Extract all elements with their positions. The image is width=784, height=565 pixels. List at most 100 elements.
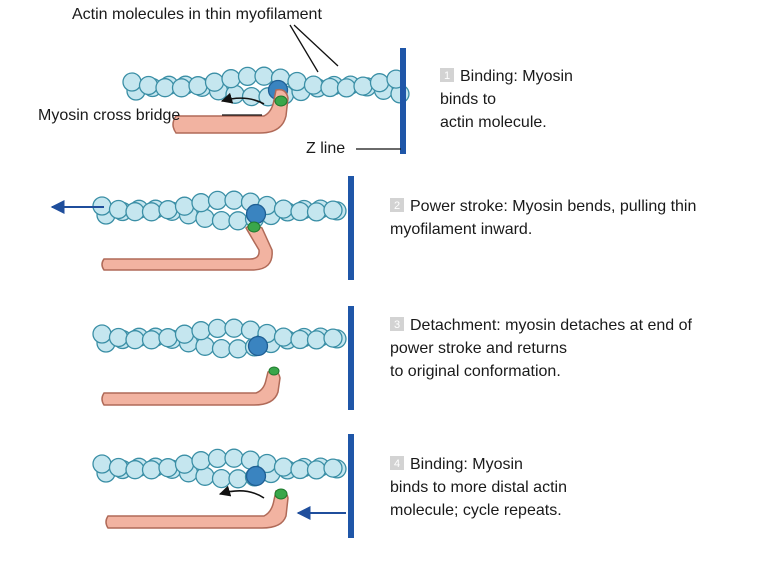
actin-molecule <box>138 75 159 96</box>
panel-3-detachment <box>92 306 354 410</box>
zline-label: Z line <box>306 140 345 157</box>
actin-molecule <box>306 202 327 222</box>
actin-leader <box>289 24 319 73</box>
actin-molecule <box>92 324 112 344</box>
step-4-text: 4 Binding: Myosin binds to more distal a… <box>390 456 567 519</box>
actin-molecule <box>290 329 310 350</box>
actin-molecule <box>353 76 373 96</box>
step-2-text: 2 Power stroke: Myosin bends, pulling th… <box>390 198 696 238</box>
step-3-text: 3 Detachment: myosin detaches at end of … <box>390 317 692 380</box>
actin-molecule <box>141 202 162 222</box>
actin-molecule <box>174 324 195 344</box>
myosin-head <box>105 489 289 529</box>
step-line: Power stroke: Myosin bends, pulling thin <box>410 198 696 215</box>
actin-molecule <box>204 72 225 92</box>
actin-molecule <box>141 330 162 350</box>
actin-molecule <box>228 211 248 231</box>
actin-molecule <box>211 468 232 489</box>
myosin-head <box>101 224 273 271</box>
active-actin-molecule <box>245 465 267 487</box>
step-line: to original conformation. <box>390 363 561 380</box>
thin-myofilament <box>122 66 410 107</box>
actin-molecule <box>273 327 294 347</box>
step-number-badge <box>390 456 404 470</box>
actin-leader <box>293 24 339 67</box>
actin-molecule <box>125 460 145 480</box>
actin-molecule <box>211 210 232 231</box>
actin-molecule <box>174 196 195 216</box>
step-number: 3 <box>394 319 400 331</box>
actin-molecule <box>191 193 211 213</box>
actin-molecule <box>228 339 248 359</box>
thin-myofilament <box>92 448 347 489</box>
z-line <box>400 48 406 154</box>
step-line: myofilament inward. <box>390 221 532 238</box>
actin-molecule <box>306 330 327 350</box>
active-actin-molecule <box>247 335 269 357</box>
actin-molecule <box>108 199 129 220</box>
actin-molecule <box>290 459 310 480</box>
step-line: power stroke and returns <box>390 340 567 357</box>
z-line <box>348 176 354 280</box>
actin-molecule <box>155 78 175 98</box>
actin-molecule <box>221 69 241 89</box>
actin-molecule <box>273 199 294 219</box>
actin-molecule <box>171 78 192 98</box>
actin-molecule <box>320 77 340 98</box>
actin-molecule <box>141 460 162 480</box>
step-line: binds to <box>440 91 496 108</box>
z-line <box>348 306 354 410</box>
binding-site <box>274 488 288 500</box>
actin-molecule <box>122 72 142 92</box>
myosin-head <box>172 88 289 134</box>
actin-molecule <box>241 86 262 107</box>
step-line: binds to more distal actin <box>390 479 567 496</box>
actin-molecule <box>224 318 244 338</box>
actin-molecule <box>287 71 307 92</box>
actin-molecule <box>108 457 129 478</box>
myosin-label: Myosin cross bridge <box>38 107 180 124</box>
actin-molecule <box>237 66 258 87</box>
actin-molecule <box>188 76 208 96</box>
step-line: molecule; cycle repeats. <box>390 502 562 519</box>
actin-molecule <box>336 78 357 98</box>
thin-myofilament <box>92 190 347 231</box>
actin-molecule <box>207 448 228 469</box>
binding-site <box>268 366 280 376</box>
actin-molecule <box>323 458 343 478</box>
actin-molecule <box>290 201 310 222</box>
actin-molecule <box>254 66 274 86</box>
actin-molecule <box>323 200 343 220</box>
actin-molecule <box>92 454 112 474</box>
step-number-badge <box>390 198 404 212</box>
actin-molecule <box>158 200 178 220</box>
callouts: Actin molecules in thin myofilament Myos… <box>38 6 401 157</box>
actin-molecule <box>207 318 228 339</box>
step-line: Binding: Myosin <box>410 456 523 473</box>
step-1-text: 1 Binding: Myosin binds to actin molecul… <box>440 68 573 131</box>
actin-label: Actin molecules in thin myofilament <box>72 6 322 23</box>
actin-molecule <box>207 190 228 211</box>
actin-molecule <box>306 460 327 480</box>
actin-molecule <box>323 328 343 348</box>
bend-arrow <box>218 485 265 499</box>
actin-molecule <box>174 454 195 474</box>
actin-molecule <box>125 330 145 350</box>
step-number: 1 <box>444 70 450 82</box>
actin-molecule <box>369 73 390 93</box>
step-number: 4 <box>394 458 400 470</box>
actin-molecule <box>228 469 248 489</box>
step-number-badge <box>390 317 404 331</box>
actin-molecule <box>224 448 244 468</box>
actin-molecule <box>224 190 244 210</box>
actin-molecule <box>158 458 178 478</box>
z-line <box>348 434 354 538</box>
actin-molecule <box>273 457 294 477</box>
active-actin-molecule <box>245 203 267 225</box>
actin-molecule <box>211 338 232 359</box>
step-line: actin molecule. <box>440 114 547 131</box>
step-number-badge <box>440 68 454 82</box>
step-line: Binding: Myosin <box>460 68 573 85</box>
panel-1-binding <box>122 48 410 154</box>
